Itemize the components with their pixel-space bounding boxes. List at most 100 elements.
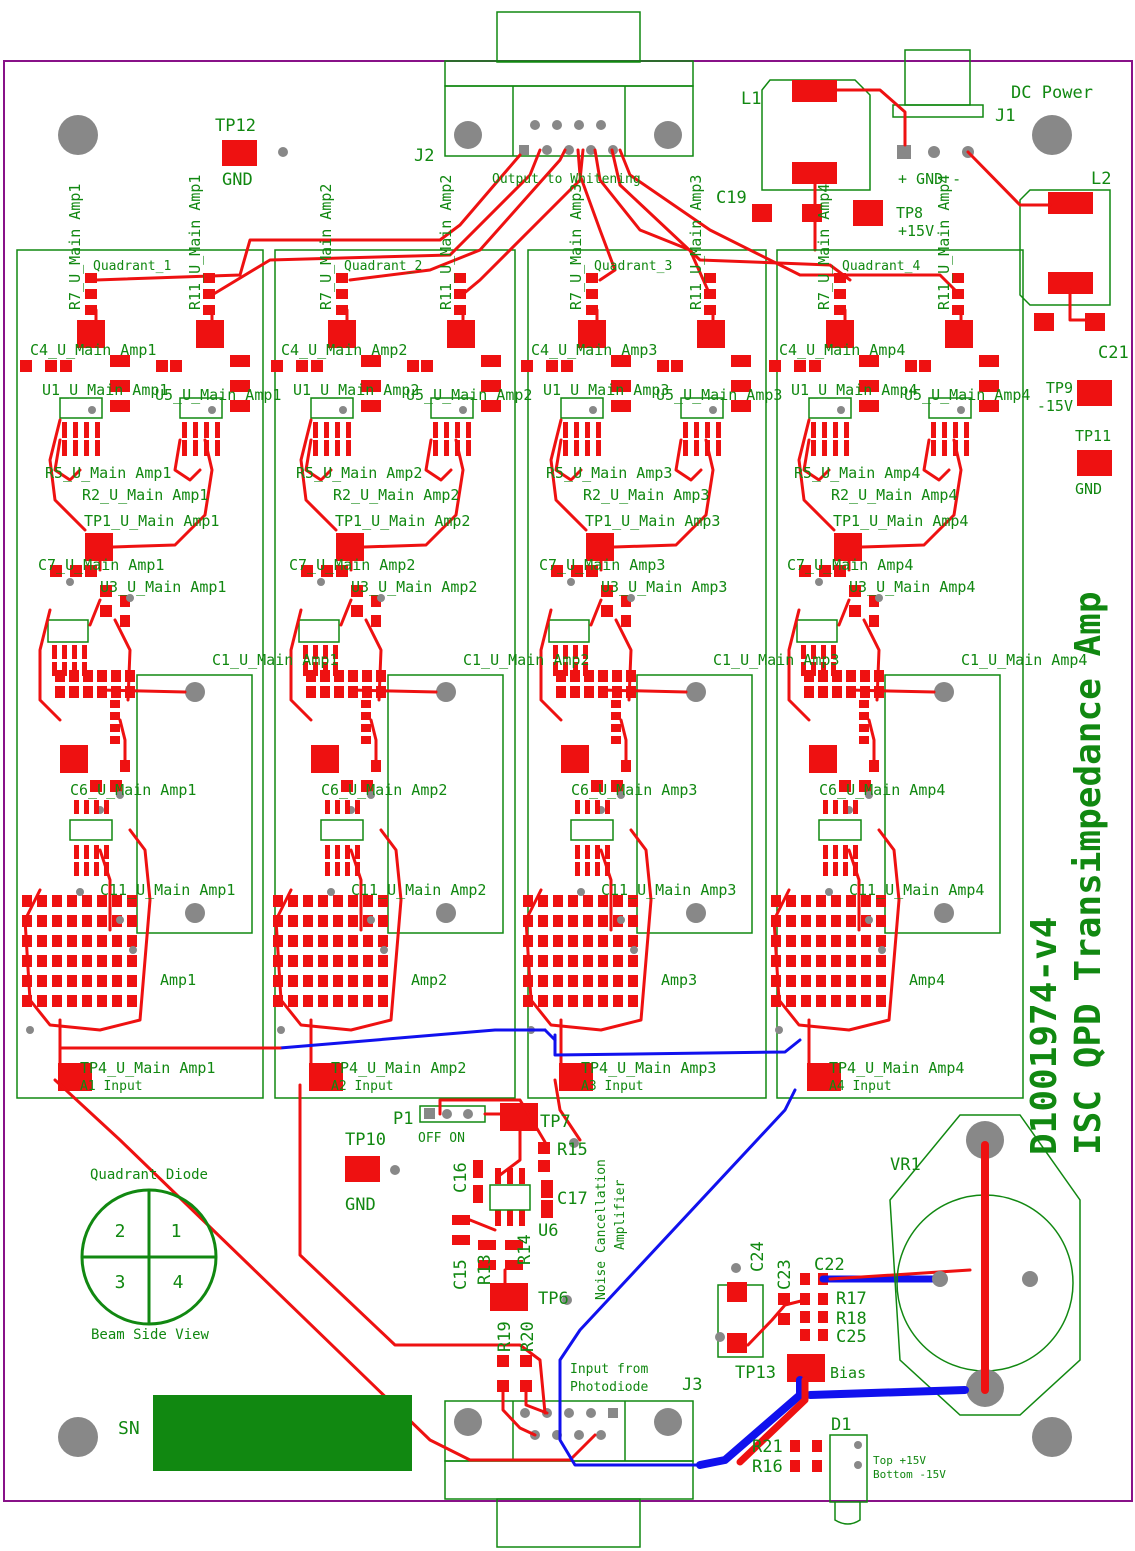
diode-quadrant-2: 2 — [115, 1221, 126, 1242]
c11-label: C11_U_Main Amp4 — [849, 881, 984, 899]
r11-label: R11_U_Main Amp3 — [687, 175, 705, 310]
r11-label: R11_U_Main Amp1 — [186, 175, 204, 310]
tp4-label: TP4_U_Main Amp1 — [80, 1059, 215, 1077]
l1-inductor — [761, 79, 871, 191]
r7-label: R7_U_Main Amp4 — [815, 184, 833, 310]
diode-legend-title: Quadrant Diode — [90, 1167, 208, 1183]
c16-label: C16 — [451, 1162, 471, 1193]
c1-label: C1_U_Main Amp4 — [961, 651, 1087, 669]
tp9-pad — [1077, 380, 1112, 406]
r5-label: R5_U_Main Amp4 — [794, 464, 920, 482]
noise-canceller-group — [419, 1098, 553, 1311]
r20-label: R20 — [518, 1321, 538, 1352]
u3-label: U3_U_Main Amp2 — [351, 578, 477, 596]
amp-label: Amp4 — [909, 971, 945, 989]
r18-label: R18 — [836, 1309, 867, 1329]
c4-label: C4_U_Main Amp2 — [281, 341, 407, 359]
input-label: A1 Input — [80, 1079, 143, 1094]
c6-label: C6_U_Main Amp2 — [321, 781, 447, 799]
diode-legend-caption: Beam Side View — [91, 1327, 210, 1343]
amp-label: Amp1 — [160, 971, 196, 989]
noise-caption-1: Noise Cancellation — [594, 1159, 609, 1300]
d1-label: D1 — [831, 1415, 851, 1435]
diode-quadrant-4: 4 — [173, 1272, 184, 1293]
diode-quadrant-1: 1 — [171, 1221, 182, 1242]
u1-label: U1_U_Main Amp2 — [293, 381, 419, 399]
l1-label: L1 — [741, 89, 761, 109]
quadrant-4-components — [769, 273, 999, 1091]
amp-label: Amp3 — [661, 971, 697, 989]
c21-pad-b — [1085, 313, 1105, 331]
noise-caption-2: Amplifier — [613, 1179, 628, 1250]
serial-number-block — [153, 1395, 412, 1471]
c4-label: C4_U_Main Amp3 — [531, 341, 657, 359]
tp10-pad — [345, 1156, 380, 1182]
c22-label: C22 — [814, 1255, 845, 1275]
vr1-label: VR1 — [890, 1155, 921, 1175]
diode-quadrant-3: 3 — [115, 1272, 126, 1293]
tp1-label: TP1_U_Main Amp2 — [335, 512, 470, 530]
input-label: A3 Input — [581, 1079, 644, 1094]
mounting-hole-top-left — [58, 115, 98, 155]
mounting-hole-bottom-right — [1032, 1417, 1072, 1457]
d1-top-note: Top +15V — [873, 1454, 926, 1467]
input-label: A4 Input — [829, 1079, 892, 1094]
mounting-hole-bottom-left — [58, 1417, 98, 1457]
j2-caption: Output to Whitening — [492, 172, 641, 187]
tp1-label: TP1_U_Main Amp3 — [585, 512, 720, 530]
u3-label: U3_U_Main Amp3 — [601, 578, 727, 596]
c11-label: C11_U_Main Amp1 — [100, 881, 235, 899]
u1-label: U1_U_Main Amp4 — [791, 381, 917, 399]
c1-label: C1_U_Main Amp3 — [713, 651, 839, 669]
r13-label: R13 — [475, 1254, 495, 1285]
c4-label: C4_U_Main Amp1 — [30, 341, 156, 359]
tp11-label: TP11 — [1075, 427, 1111, 445]
c19-label: C19 — [716, 188, 747, 208]
j3-caption-2: Photodiode — [570, 1380, 648, 1395]
j3-caption-1: Input from — [570, 1362, 648, 1377]
c24-label: C24 — [748, 1241, 768, 1272]
quadrant-1-box — [16, 249, 264, 1099]
tp4-label: TP4_U_Main Amp2 — [331, 1059, 466, 1077]
r7-label: R7_U_Main Amp1 — [66, 184, 84, 310]
c7-label: C7_U_Main Amp4 — [787, 556, 913, 574]
c21-pad — [1034, 313, 1054, 331]
r11-label: R11_U_Main Amp2 — [437, 175, 455, 310]
u5-label: U5_U_Main Amp3 — [656, 386, 782, 404]
tp1-label: TP1_U_Main Amp1 — [84, 512, 219, 530]
board-part-number: D1001974-v4 — [1024, 917, 1065, 1155]
tp10-value: GND — [345, 1195, 376, 1215]
tp11-pad — [1077, 450, 1112, 476]
c6-label: C6_U_Main Amp1 — [70, 781, 196, 799]
r2-label: R2_U_Main Amp1 — [82, 486, 208, 504]
r21-label: R21 — [752, 1437, 783, 1457]
tp12-label: TP12 — [215, 116, 256, 136]
l2-label: L2 — [1091, 169, 1111, 189]
c7-label: C7_U_Main Amp1 — [38, 556, 164, 574]
c1-label: C1_U_Main Amp2 — [463, 651, 589, 669]
dc-power-label: DC Power — [1011, 83, 1093, 103]
tp6-label: TP6 — [538, 1289, 569, 1309]
quadrant-2-box — [274, 249, 516, 1099]
supply-polarity-label: + GND - — [898, 170, 961, 188]
c11-label: C11_U_Main Amp2 — [351, 881, 486, 899]
tp8-value: +15V — [898, 222, 934, 240]
r14-label: R14 — [515, 1234, 535, 1265]
quadrant-diode-symbol — [80, 1188, 218, 1326]
tp8-pad — [853, 200, 883, 226]
p1-off-on: OFF ON — [418, 1131, 465, 1146]
tp9-label: TP9 — [1046, 379, 1073, 397]
c7-label: C7_U_Main Amp3 — [539, 556, 665, 574]
j1-label: J1 — [995, 106, 1015, 126]
quadrant-box-label: Quadrant_3 — [594, 259, 672, 274]
mounting-hole-top-right — [1032, 115, 1072, 155]
tp11-value: GND — [1075, 480, 1102, 498]
tp10-label: TP10 — [345, 1130, 386, 1150]
r11-label: R11_U_Main Amp4 — [935, 175, 953, 310]
c17-label: C17 — [557, 1189, 588, 1209]
tp13-label: TP13 — [735, 1363, 776, 1383]
c6-label: C6_U_Main Amp4 — [819, 781, 945, 799]
r7-label: R7_U_Main Amp3 — [567, 184, 585, 310]
